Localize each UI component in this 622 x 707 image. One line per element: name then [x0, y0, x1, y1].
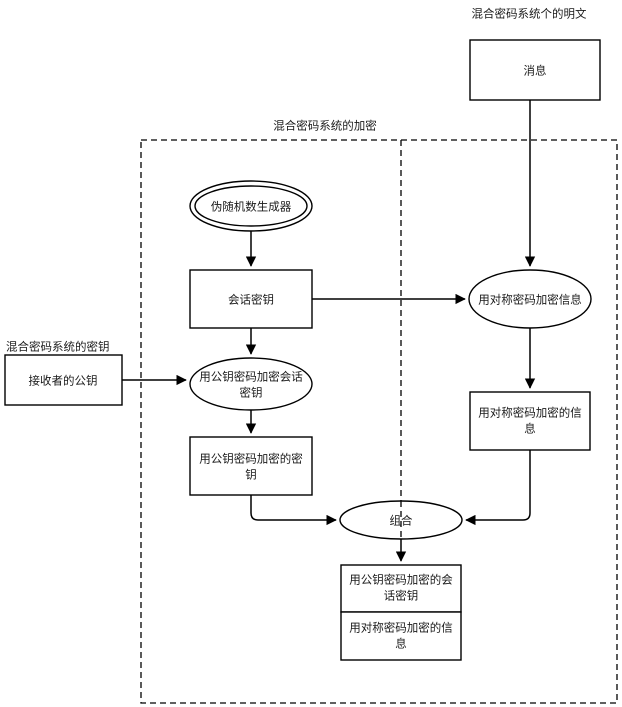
receiver-public-key-node-shape[interactable]	[4, 354, 123, 406]
result-cell-encrypted-session-key-shape[interactable]	[340, 564, 462, 613]
edge-encrypted-message-to-combine	[465, 450, 531, 526]
symmetric-encrypt-node-label: 用对称密码加密信息	[478, 293, 582, 307]
result-cell-encrypted-session-key-label-line2: 话密钥	[384, 589, 419, 603]
symmetric-encrypt-node-shape[interactable]	[468, 269, 592, 329]
prng-node-outer-shape[interactable]	[189, 180, 313, 232]
edge-encrypted-key-to-combine	[250, 495, 337, 526]
result-cell-encrypted-message-label-line2: 息	[395, 637, 407, 651]
prng-node-label: 伪随机数生成器	[211, 200, 292, 214]
hybrid-ciphertext-node[interactable]: 用公钥密码加密的会 话密钥 用对称密码加密的信 息	[340, 564, 462, 661]
message-node[interactable]: 消息	[469, 39, 601, 101]
symmetric-encrypted-message-node-label-line2: 息	[524, 422, 536, 436]
session-key-node[interactable]: 会话密钥	[189, 269, 313, 329]
receiver-public-key-node[interactable]: 接收者的公钥	[4, 354, 123, 406]
combine-node-label: 组合	[390, 514, 413, 528]
public-key-encrypted-key-node-shape[interactable]	[189, 436, 313, 496]
public-key-encrypted-key-node[interactable]: 用公钥密码加密的密 钥	[189, 436, 313, 496]
message-node-shape[interactable]	[469, 39, 601, 101]
session-key-node-shape[interactable]	[189, 269, 313, 329]
encrypt-session-key-node-label-line2: 密钥	[240, 386, 263, 400]
encrypt-session-key-node-shape[interactable]	[189, 357, 313, 411]
combine-node[interactable]: 组合	[339, 500, 463, 540]
plaintext-caption: 混合密码系统个的明文	[472, 7, 587, 21]
receiver-public-key-node-label: 接收者的公钥	[29, 374, 98, 388]
encrypt-message-with-symmetric-cipher-node[interactable]: 用对称密码加密信息	[468, 269, 592, 329]
key-caption: 混合密码系统的密钥	[6, 340, 110, 354]
encryption-boundary-caption: 混合密码系统的加密	[273, 119, 377, 133]
session-key-node-label: 会话密钥	[228, 293, 274, 307]
encrypt-session-key-node-label-line1: 用公钥密码加密会话	[199, 370, 303, 384]
public-key-encrypted-key-node-label-line1: 用公钥密码加密的密	[199, 452, 303, 466]
encrypt-session-key-with-public-key-node[interactable]: 用公钥密码加密会话 密钥	[189, 357, 313, 411]
result-cell-encrypted-session-key-label-line1: 用公钥密码加密的会	[349, 573, 453, 587]
pseudorandom-generator-node[interactable]: 伪随机数生成器	[189, 180, 313, 232]
symmetric-encrypted-message-node-shape[interactable]	[469, 391, 591, 451]
symmetric-encrypted-message-node[interactable]: 用对称密码加密的信 息	[469, 391, 591, 451]
prng-node-inner-shape	[194, 185, 308, 227]
public-key-encrypted-key-node-label-line2: 钥	[245, 468, 257, 482]
symmetric-encrypted-message-node-label-line1: 用对称密码加密的信	[478, 406, 582, 420]
message-node-label: 消息	[524, 64, 547, 78]
result-cell-encrypted-message-shape[interactable]	[340, 611, 462, 661]
result-cell-encrypted-message-label-line1: 用对称密码加密的信	[349, 621, 453, 635]
